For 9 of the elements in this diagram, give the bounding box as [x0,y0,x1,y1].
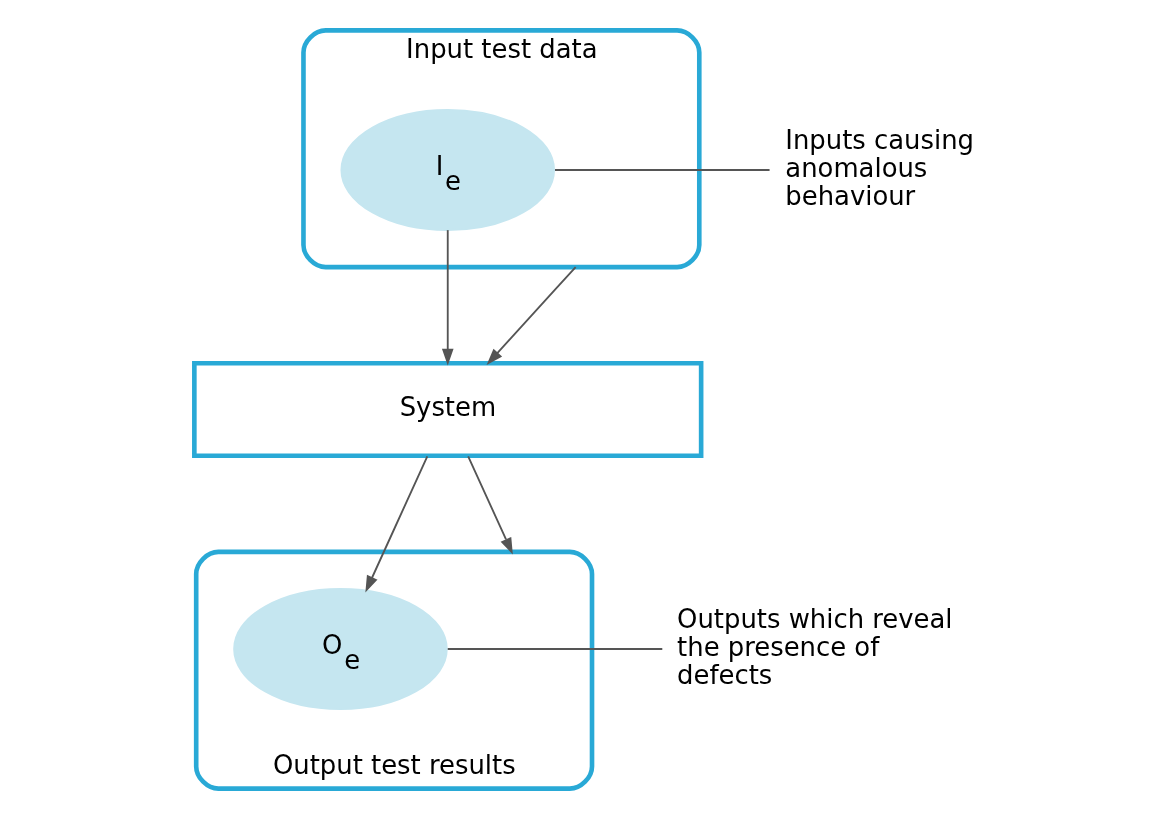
arrow [486,266,577,365]
node-text: Outputs which reveal the presence of defects [677,604,953,690]
arrow [365,455,429,593]
arrow [441,229,454,366]
connector [446,648,664,650]
connector [554,169,771,171]
node-text: Inputs causing anomalous behaviour [785,125,974,211]
arrow [467,455,513,555]
node-box: System [192,360,704,459]
